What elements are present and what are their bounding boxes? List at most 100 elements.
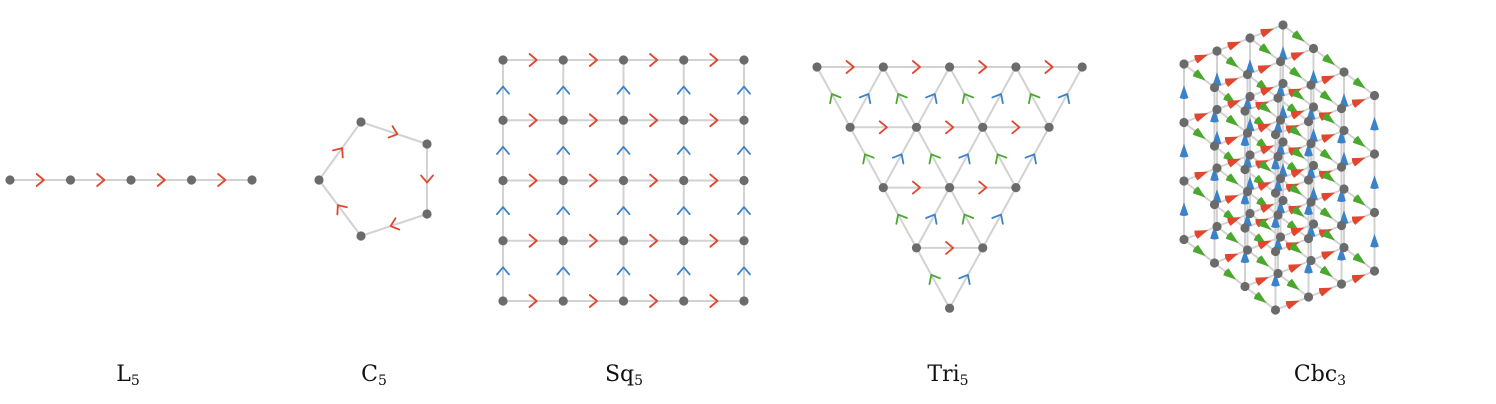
lattice-edge: [915, 66, 951, 128]
edge-direction-cone: [1309, 128, 1318, 143]
lattice-node: [1242, 186, 1253, 197]
edge-direction-cone: [1289, 242, 1303, 254]
edge-direction-arrow: [616, 206, 631, 216]
lattice-node: [1303, 116, 1314, 127]
edge-direction-cone: [1289, 125, 1303, 137]
edge-direction-arrow: [878, 120, 888, 135]
edge-direction-cone: [1352, 77, 1366, 89]
edge-direction-cone: [1304, 142, 1313, 157]
lattice-edge: [948, 126, 984, 189]
edge-direction-cone: [1260, 87, 1274, 96]
edge-direction-cone: [1276, 141, 1285, 156]
lattice-node: [498, 296, 508, 306]
square-lattice-panel: [496, 53, 751, 308]
edge-direction-arrow: [737, 266, 751, 276]
lattice-node: [1278, 78, 1288, 89]
lattice-node: [812, 62, 822, 72]
lattice-node: [679, 296, 689, 306]
lattice-node: [739, 236, 749, 246]
lattice-node: [1336, 103, 1347, 114]
edge-direction-cone: [1210, 225, 1219, 240]
edge-direction-cone: [1240, 249, 1250, 264]
edge-direction-cone: [1227, 100, 1241, 109]
lattice-node: [978, 243, 988, 253]
lattice-node: [618, 115, 629, 125]
lattice-node: [679, 236, 689, 246]
edge-direction-cone: [1351, 274, 1366, 284]
edge-direction-cone: [1258, 43, 1272, 55]
lattice-node: [1270, 246, 1281, 257]
edge-direction-cone: [1289, 66, 1303, 79]
edge-direction-arrow: [556, 206, 571, 216]
edge-direction-cone: [1194, 113, 1208, 122]
lattice-node: [1306, 255, 1316, 266]
lattice-node: [1179, 59, 1189, 69]
edge-direction-arrow: [1028, 93, 1041, 105]
edge-direction-cone: [1352, 252, 1366, 265]
lattice-node: [1339, 67, 1349, 77]
line-graph-label: L5: [116, 362, 140, 389]
lattice-node: [1306, 80, 1316, 90]
edge-direction-arrow: [709, 294, 719, 308]
lattice-edge: [948, 66, 984, 128]
triangular-lattice-label: Tri5: [927, 362, 969, 389]
edge-direction-cone: [1370, 233, 1379, 248]
lattice-node: [1306, 138, 1316, 149]
edge-direction-cone: [1276, 199, 1285, 214]
edge-direction-arrow: [991, 93, 1004, 105]
edge-direction-cone: [1225, 114, 1239, 127]
edge-direction-cone: [1258, 101, 1272, 114]
edge-direction-arrow: [858, 93, 872, 105]
edge-direction-cone: [1319, 90, 1333, 102]
lattice-node: [1212, 46, 1222, 56]
lattice-node: [878, 183, 888, 193]
edge-direction-cone: [1370, 175, 1379, 190]
edge-direction-cone: [1290, 110, 1305, 120]
edge-direction-cone: [1240, 132, 1250, 147]
lattice-edge: [318, 121, 362, 181]
edge-direction-arrow: [35, 173, 45, 187]
lattice-node: [945, 303, 955, 313]
lattice-node: [1369, 207, 1380, 218]
edge-direction-arrow: [895, 213, 908, 225]
lattice-node: [1275, 56, 1286, 67]
lattice-node: [878, 62, 888, 72]
edge-direction-cone: [1337, 188, 1346, 203]
lattice-node: [679, 55, 689, 65]
lattice-node: [1308, 160, 1319, 171]
lattice-node: [739, 115, 749, 125]
edge-direction-cone: [1339, 151, 1349, 166]
edge-direction-arrow: [676, 266, 691, 276]
edge-direction-cone: [1291, 205, 1305, 218]
lattice-node: [1212, 104, 1222, 115]
lattice-node: [1336, 220, 1347, 231]
edge-direction-cone: [1243, 95, 1252, 110]
lattice-node: [1278, 20, 1288, 30]
lattice-node: [1275, 115, 1286, 125]
lattice-node: [1245, 150, 1255, 160]
edge-direction-arrow: [911, 60, 921, 74]
edge-direction-cone: [1227, 41, 1241, 51]
edge-direction-arrow: [588, 294, 598, 308]
edge-direction-cone: [1288, 264, 1302, 273]
lattice-node: [1273, 151, 1283, 162]
lattice-node: [1179, 176, 1189, 186]
edge-direction-arrow: [961, 93, 975, 105]
lattice-edge: [981, 187, 1017, 249]
lattice-node: [739, 175, 749, 186]
lattice-node: [1242, 69, 1253, 80]
lattice-node: [1179, 117, 1189, 128]
edge-direction-cone: [1319, 148, 1333, 161]
edge-direction-cone: [1192, 69, 1206, 81]
edge-direction-cone: [1223, 268, 1237, 280]
edge-direction-cone: [1290, 169, 1305, 178]
edge-direction-cone: [1194, 54, 1208, 64]
lattice-node: [1339, 242, 1349, 253]
edge-direction-arrow: [945, 240, 955, 255]
lattice-node: [5, 175, 15, 185]
edge-direction-cone: [1225, 173, 1239, 185]
lattice-node: [1270, 129, 1281, 140]
lattice-node: [1306, 197, 1316, 207]
lattice-node: [558, 175, 568, 186]
lattice-edge: [882, 66, 918, 128]
